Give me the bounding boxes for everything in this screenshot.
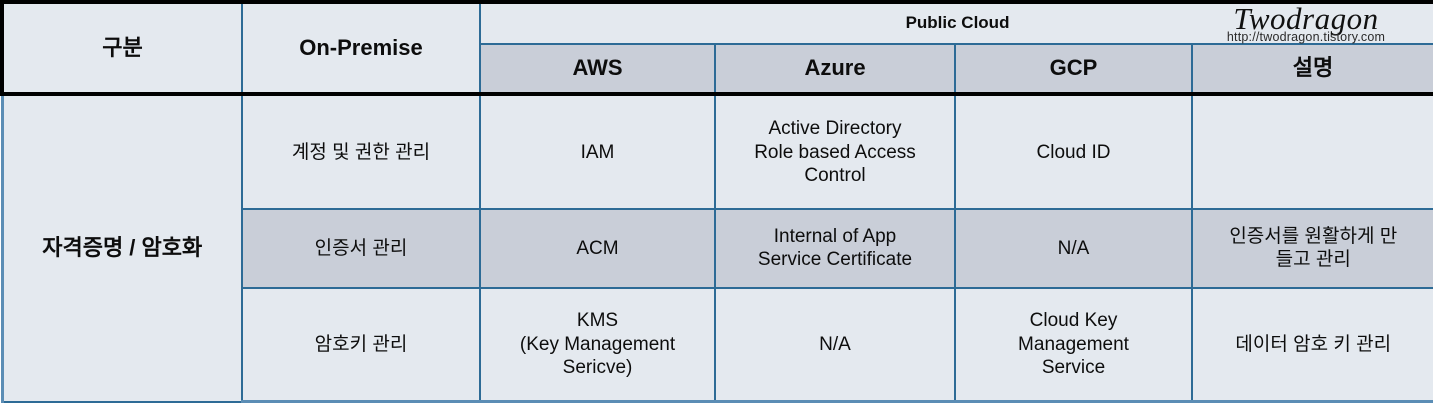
table-header-top-row: 구분 On-Premise Public Cloud [0, 0, 1433, 97]
cell-text: Active Directory Role based Access Contr… [754, 118, 916, 186]
cell-text: 인증서 관리 [314, 237, 408, 259]
cell-onprem-1: 계정 및 권한 관리 [241, 93, 481, 211]
cell-gcp-3: Cloud Key Management Service [954, 286, 1193, 403]
cell-desc-1 [1190, 93, 1433, 211]
category-cell-credential-encryption: 자격증명 / 암호화 [0, 93, 243, 403]
table-row: 인증서 관리 ACM Internal of App Service Certi… [2, 208, 1433, 289]
table-row: 암호키 관리 KMS (Key Management Sericve) N/A … [2, 286, 1433, 403]
cell-gcp-2: N/A [954, 208, 1193, 289]
table-row: 자격증명 / 암호화 계정 및 권한 관리 IAM Active Directo… [0, 93, 1433, 403]
header-cell-public-cloud-group: Public Cloud [478, 0, 1433, 45]
cell-azure-1: Active Directory Role based Access Contr… [714, 93, 956, 211]
cell-aws-2: ACM [479, 208, 716, 289]
cell-desc-2: 인증서를 원활하게 만 들고 관리 [1190, 208, 1433, 289]
cell-text: Cloud ID [1036, 141, 1111, 163]
cell-text: KMS (Key Management Sericve) [519, 310, 676, 378]
cell-onprem-3: 암호키 관리 [241, 286, 481, 403]
cell-aws-1: IAM [479, 93, 716, 211]
table-header-sub-row: AWS Azure GCP 설명 [2, 42, 1433, 97]
cell-text: 암호키 관리 [314, 333, 408, 355]
header-cell-azure: Azure [714, 42, 956, 97]
cell-onprem-2: 인증서 관리 [241, 208, 481, 289]
cell-text: IAM [580, 141, 615, 163]
cell-gcp-1: Cloud ID [954, 93, 1193, 211]
cell-text: 계정 및 권한 관리 [291, 141, 431, 163]
cell-text: N/A [819, 333, 851, 355]
cell-text: Cloud Key Management Service [1018, 310, 1129, 378]
header-cell-on-premise: On-Premise [241, 0, 481, 97]
header-cell-gcp: GCP [954, 42, 1193, 97]
cell-aws-3: KMS (Key Management Sericve) [479, 286, 716, 403]
cell-desc-3: 데이터 암호 키 관리 [1190, 286, 1433, 403]
cell-azure-2: Internal of App Service Certificate [714, 208, 956, 289]
header-cell-aws: AWS [479, 42, 716, 97]
cell-text: Internal of App Service Certificate [757, 226, 913, 271]
header-cell-description: 설명 [1190, 42, 1433, 97]
header-cell-gubun: 구분 [0, 0, 243, 97]
cell-text: N/A [1057, 237, 1090, 259]
cell-text: 인증서를 원활하게 만 들고 관리 [1229, 226, 1398, 271]
cell-text: 데이터 암호 키 관리 [1235, 333, 1392, 355]
cell-text: ACM [576, 237, 619, 259]
cell-azure-3: N/A [714, 286, 956, 403]
